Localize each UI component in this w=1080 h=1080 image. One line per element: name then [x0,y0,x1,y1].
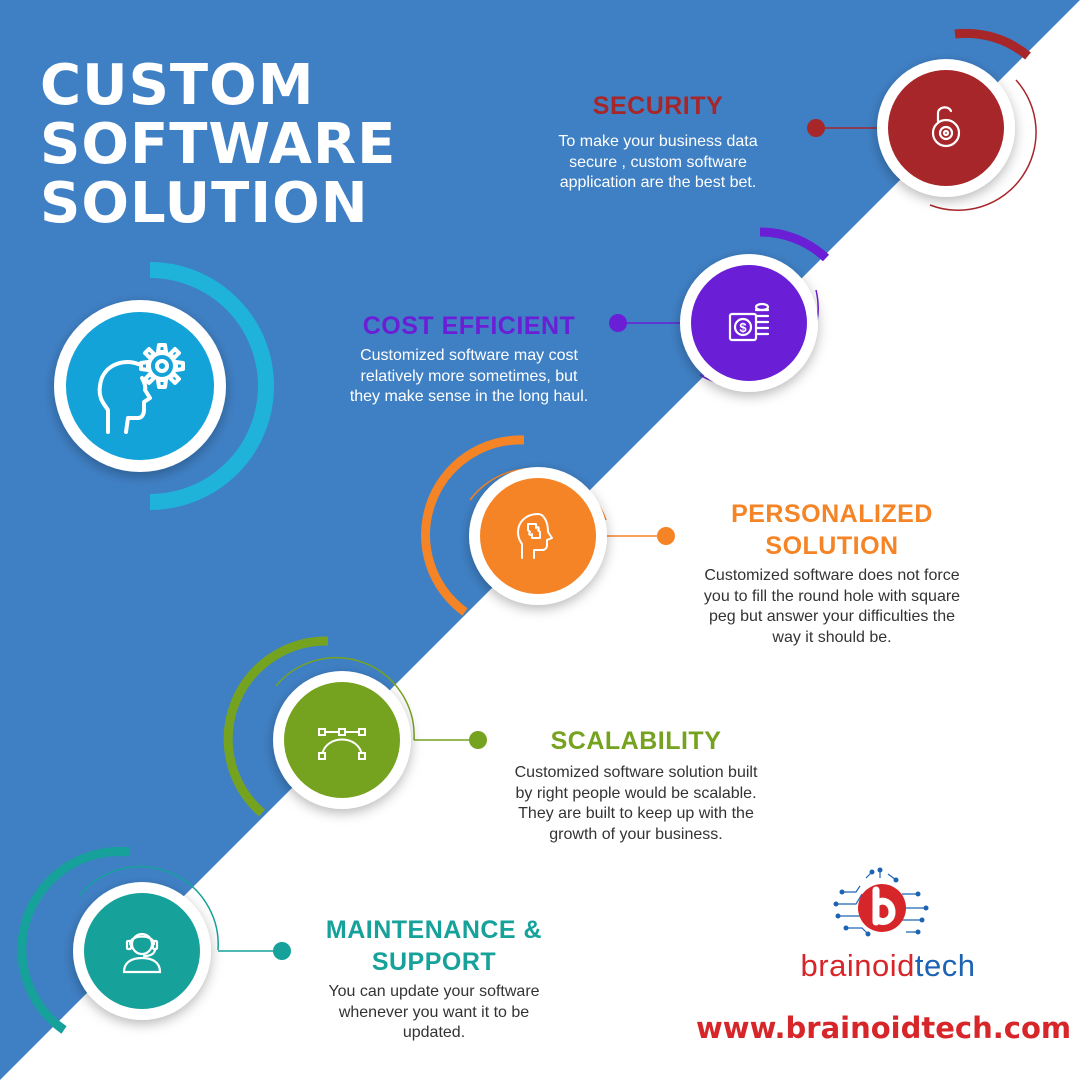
page-title: CUSTOM SOFTWARE SOLUTION [40,56,396,233]
maintenance-badge [17,846,291,1034]
title-line: SOFTWARE [40,112,397,177]
feature-title: COST EFFICIENT [362,312,576,340]
feature-text: To make your business data secure , cust… [558,133,758,191]
feature-scalability: SCALABILITY Customized software solution… [508,725,764,845]
coins-dollar-icon: $ [728,302,770,342]
title-line: CUSTOM [40,53,315,118]
padlock-gear-icon [931,106,961,148]
brand-part1: brainoid [800,948,915,983]
feature-security: SECURITY To make your business data secu… [540,90,776,194]
head-gear-icon [97,343,185,434]
feature-title-line: SOLUTION [765,532,899,560]
title-line: SOLUTION [40,171,369,236]
brain-circuit-logo-icon [833,867,929,937]
feature-title: SCALABILITY [550,727,722,755]
support-headset-icon [122,932,162,974]
brand-part2: tech [914,948,976,983]
personalized-dot [657,527,675,545]
website-url: www.brainoidtech.com [696,1011,1072,1045]
feature-text: Customized software solution built by ri… [514,764,758,843]
security-dot [807,119,825,137]
personalized-badge [421,435,675,616]
feature-text: Customized software may cost relatively … [349,347,589,405]
scalability-dot [469,731,487,749]
feature-text: You can update your software whenever yo… [328,983,540,1041]
feature-title: MAINTENANCE & SUPPORT [306,914,562,978]
feature-cost: COST EFFICIENT Customized software may c… [346,310,592,408]
feature-title-line: PERSONALIZED [731,500,933,528]
feature-title-line: MAINTENANCE & [325,916,543,944]
feature-personalized: PERSONALIZED SOLUTION Customized softwar… [696,498,968,648]
feature-maintenance: MAINTENANCE & SUPPORT You can update you… [306,914,562,1044]
maintenance-dot [273,942,291,960]
brand-name: brainoidtech [796,946,980,986]
hero-badge [54,262,274,510]
cost-dot [609,314,627,332]
svg-text:$: $ [739,320,747,335]
head-puzzle-icon [517,513,553,559]
feature-title: PERSONALIZED SOLUTION [696,498,968,562]
feature-title: SECURITY [592,92,724,120]
feature-title-line: SUPPORT [371,948,497,976]
bezier-curve-icon [318,728,366,760]
feature-text: Customized software does not force you t… [703,567,961,646]
